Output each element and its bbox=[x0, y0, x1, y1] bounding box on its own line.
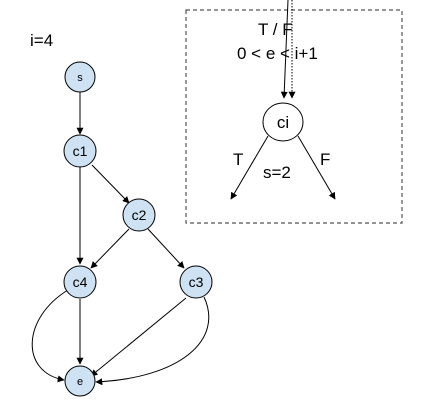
node-c2: c2 bbox=[122, 198, 156, 232]
node-ci: ci bbox=[262, 102, 304, 142]
node-c3: c3 bbox=[179, 265, 213, 299]
true-branch-label: T bbox=[233, 150, 243, 169]
node-c2-label: c2 bbox=[132, 207, 147, 223]
edge-ci-true bbox=[230, 135, 269, 200]
edge-c1-c2 bbox=[91, 164, 130, 204]
node-c1-label: c1 bbox=[73, 143, 88, 159]
edge-c3-e-straight bbox=[90, 297, 187, 377]
node-ci-label: ci bbox=[277, 113, 289, 132]
false-branch-label: F bbox=[320, 150, 330, 169]
condition-label: 0 < e < i+1 bbox=[237, 44, 318, 63]
left-graph-edges bbox=[31, 92, 210, 386]
node-c4-label: c4 bbox=[73, 274, 88, 290]
branch-label: T / F bbox=[258, 20, 293, 39]
branch-detail-box bbox=[185, 9, 403, 224]
node-s-label: s bbox=[77, 72, 83, 84]
node-c4: c4 bbox=[63, 265, 97, 299]
node-s: s bbox=[64, 61, 96, 93]
assignment-label: s=2 bbox=[263, 163, 291, 182]
node-c1: c1 bbox=[63, 134, 97, 168]
edge-c4-e-curved bbox=[31, 289, 69, 383]
iteration-label: i=4 bbox=[30, 31, 53, 50]
node-c3-label: c3 bbox=[189, 274, 204, 290]
node-e-label: e bbox=[77, 376, 83, 388]
edge-c3-e-curved bbox=[95, 296, 210, 386]
edge-c2-c3 bbox=[147, 228, 185, 269]
edge-c2-c4 bbox=[90, 228, 130, 269]
node-e: e bbox=[64, 365, 96, 397]
incoming-solid-arrow bbox=[280, 0, 289, 99]
edge-ci-false bbox=[297, 135, 336, 200]
